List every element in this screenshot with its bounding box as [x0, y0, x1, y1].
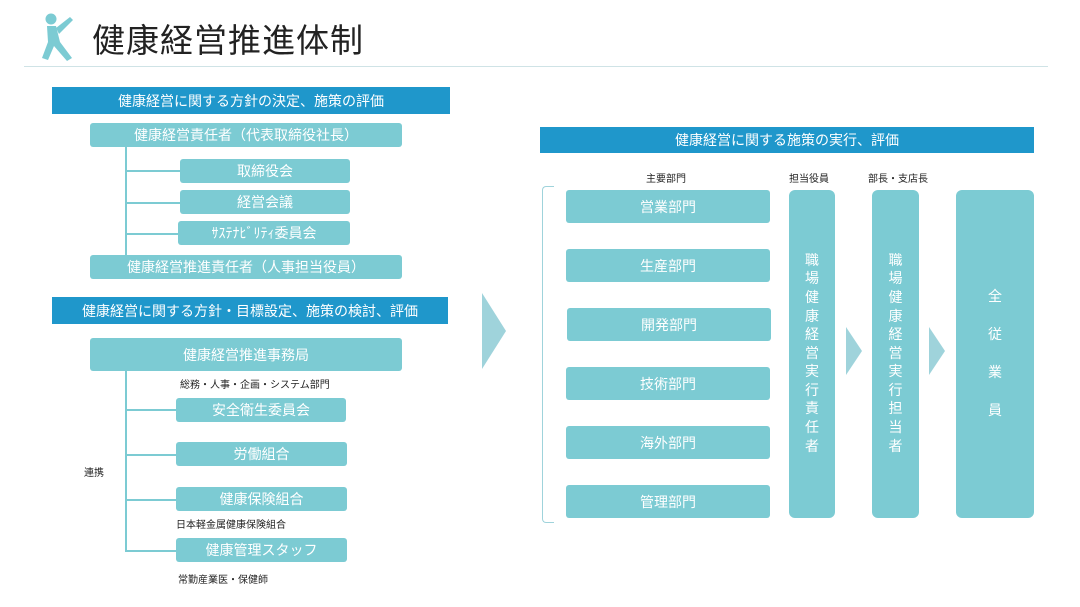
connector-sustainability [125, 233, 180, 235]
promoter-box: 健康経営推進責任者（人事担当役員） [90, 255, 402, 279]
secretariat-note: 総務・人事・企画・システム部門 [180, 380, 330, 391]
department-development: 開発部門 [567, 308, 771, 341]
flow-arrow-2 [929, 327, 945, 375]
connector-top [125, 147, 127, 255]
connector-board [125, 170, 180, 172]
department-technology: 技術部門 [566, 367, 770, 400]
connector-union [125, 454, 177, 456]
connector-insurance [125, 499, 177, 501]
secretariat-box: 健康経営推進事務局 [90, 338, 402, 371]
workplace-execution-staff-box: 職 場 健 康 経 営 実 行 担 当 者 [872, 190, 919, 518]
connector-meeting [125, 202, 180, 204]
health-staff-note: 常勤産業医・保健師 [178, 575, 268, 586]
departments-bracket [542, 186, 554, 523]
connector-bottom [125, 371, 127, 551]
connector-safety [125, 409, 177, 411]
health-insurance-box: 健康保険組合 [176, 487, 347, 511]
department-overseas: 海外部門 [566, 426, 770, 459]
labor-union-box: 労働組合 [176, 442, 347, 466]
title-divider [24, 66, 1048, 67]
policy-decision-header: 健康経営に関する方針の決定、施策の評価 [52, 87, 450, 114]
column-label-departments: 主要部門 [646, 174, 686, 185]
department-sales: 営業部門 [566, 190, 770, 223]
flow-arrow-main [482, 293, 506, 369]
column-label-officer: 担当役員 [789, 174, 829, 185]
sustainability-committee-box: ｻｽﾃﾅﾋﾞﾘﾃｨ委員会 [178, 221, 350, 245]
page-title: 健康経営推進体制 [92, 21, 364, 60]
safety-committee-box: 安全衛生委員会 [176, 398, 346, 422]
all-employees-box: 全 従 業 員 [956, 190, 1034, 518]
health-insurance-note: 日本軽金属健康保険組合 [176, 520, 286, 531]
board-box: 取締役会 [180, 159, 350, 183]
column-label-managers: 部長・支店長 [868, 174, 928, 185]
connector-staff [125, 550, 177, 552]
execution-header: 健康経営に関する施策の実行、評価 [540, 127, 1034, 153]
workplace-execution-responsible-box: 職 場 健 康 経 営 実 行 責 任 者 [789, 190, 835, 518]
health-staff-box: 健康管理スタッフ [176, 538, 347, 562]
department-production: 生産部門 [566, 249, 770, 282]
management-meeting-box: 経営会議 [180, 190, 350, 214]
person-icon [34, 12, 80, 64]
policy-planning-header: 健康経営に関する方針・目標設定、施策の検討、評価 [52, 297, 448, 324]
responsible-box: 健康経営責任者（代表取締役社長） [90, 123, 402, 147]
collaboration-label: 連携 [84, 468, 104, 479]
flow-arrow-1 [846, 327, 862, 375]
department-administration: 管理部門 [566, 485, 770, 518]
